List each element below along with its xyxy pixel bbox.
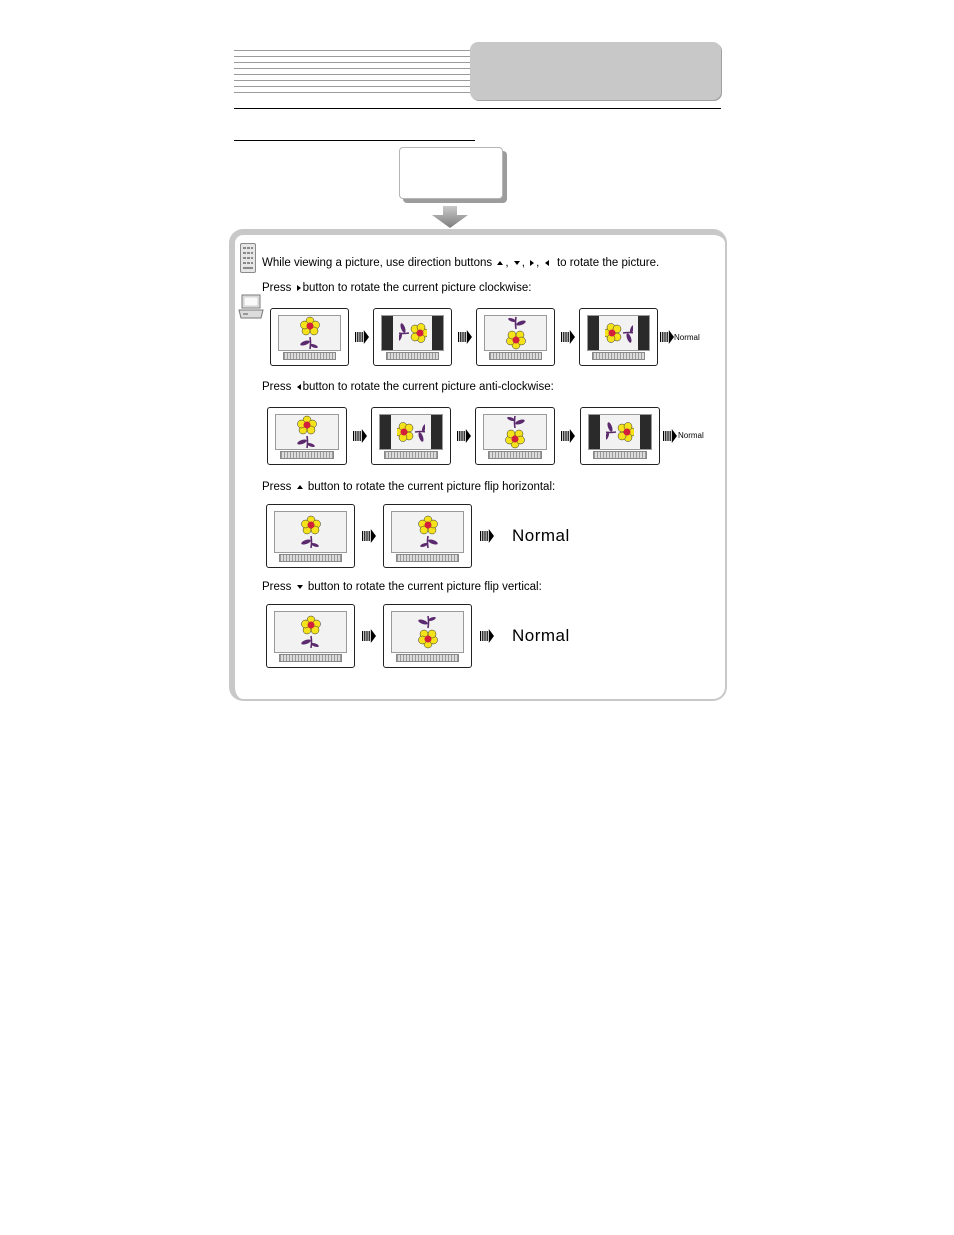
striped-right-arrow-icon xyxy=(362,629,376,643)
down-arrow-icon xyxy=(432,206,468,228)
normal-label: Normal xyxy=(678,431,704,440)
striped-right-arrow-icon xyxy=(480,629,494,643)
header-line xyxy=(234,74,470,75)
header-rule xyxy=(234,108,721,109)
section-title-underline xyxy=(234,140,475,141)
right-button-icon xyxy=(296,284,301,291)
flower-picture-icon xyxy=(296,315,324,351)
picture-screen xyxy=(475,407,555,465)
header-line xyxy=(234,56,470,57)
instruction-suffix: button to rotate the current picture ant… xyxy=(302,381,554,393)
flower-picture-icon xyxy=(602,315,635,351)
striped-right-arrow-icon xyxy=(561,429,575,443)
flower-picture-icon xyxy=(414,514,442,550)
instruction-suffix: button to rotate the current picture clo… xyxy=(302,282,532,294)
header-line xyxy=(234,92,470,93)
intro-text: While viewing a picture, use direction b… xyxy=(262,257,493,269)
instruction-suffix: button to rotate the current picture fli… xyxy=(307,481,556,493)
flower-picture-icon xyxy=(396,315,429,351)
header-tab xyxy=(470,42,721,100)
picture-screen xyxy=(383,604,472,668)
picture-screen xyxy=(383,504,472,568)
flower-picture-icon xyxy=(297,614,325,650)
picture-screen xyxy=(267,407,347,465)
instruction-prefix: Press xyxy=(262,481,292,493)
flower-picture-icon xyxy=(501,414,529,450)
picture-screen xyxy=(266,504,355,568)
striped-right-arrow-icon xyxy=(663,429,677,443)
striped-right-arrow-icon xyxy=(480,529,494,543)
instruction-prefix: Press xyxy=(262,581,292,593)
up-button-icon xyxy=(497,260,504,265)
instruction-prefix: Press xyxy=(262,282,292,294)
flower-picture-icon xyxy=(394,414,428,450)
header-line xyxy=(234,68,470,69)
header-line xyxy=(234,80,470,81)
separator: , xyxy=(505,257,509,269)
picture-screen xyxy=(579,308,658,366)
normal-label: Normal xyxy=(512,626,570,645)
intro-text-end: to rotate the picture. xyxy=(556,257,660,269)
picture-screen xyxy=(270,308,349,366)
flower-picture-icon xyxy=(502,315,530,351)
remote-control-icon xyxy=(240,243,256,273)
striped-right-arrow-icon xyxy=(353,429,367,443)
flower-picture-icon xyxy=(414,614,442,650)
flower-picture-icon xyxy=(603,414,637,450)
instruction-clockwise: Press button to rotate the current pictu… xyxy=(262,281,531,295)
normal-label: Normal xyxy=(512,526,570,545)
instruction-prefix: Press xyxy=(262,381,292,393)
striped-right-arrow-icon xyxy=(362,529,376,543)
striped-right-arrow-icon xyxy=(561,330,575,344)
intro-line: While viewing a picture, use direction b… xyxy=(262,256,659,270)
flower-picture-icon xyxy=(297,514,325,550)
striped-right-arrow-icon xyxy=(457,429,471,443)
separator: , xyxy=(521,257,525,269)
right-button-icon xyxy=(530,259,535,266)
picture-screen xyxy=(476,308,555,366)
separator: , xyxy=(536,257,540,269)
striped-right-arrow-icon xyxy=(660,330,674,344)
picture-screen xyxy=(373,308,452,366)
left-button-icon xyxy=(296,383,301,390)
down-button-icon xyxy=(513,260,520,265)
flower-picture-icon xyxy=(293,414,321,450)
picture-screen xyxy=(266,604,355,668)
header-line xyxy=(234,62,470,63)
step-box xyxy=(399,147,503,199)
left-button-icon xyxy=(544,259,549,266)
instruction-anticlockwise: Press button to rotate the current pictu… xyxy=(262,380,554,394)
striped-right-arrow-icon xyxy=(355,330,369,344)
down-button-icon xyxy=(296,584,303,589)
instruction-flip-vertical: Press button to rotate the current pictu… xyxy=(262,580,542,594)
instruction-suffix: button to rotate the current picture fli… xyxy=(307,581,542,593)
header-line xyxy=(234,50,470,51)
portable-player-icon xyxy=(238,294,264,319)
up-button-icon xyxy=(296,484,303,489)
normal-label: Normal xyxy=(674,333,700,342)
striped-right-arrow-icon xyxy=(458,330,472,344)
instruction-flip-horizontal: Press button to rotate the current pictu… xyxy=(262,480,555,494)
header-line xyxy=(234,86,470,87)
picture-screen xyxy=(371,407,451,465)
picture-screen xyxy=(580,407,660,465)
